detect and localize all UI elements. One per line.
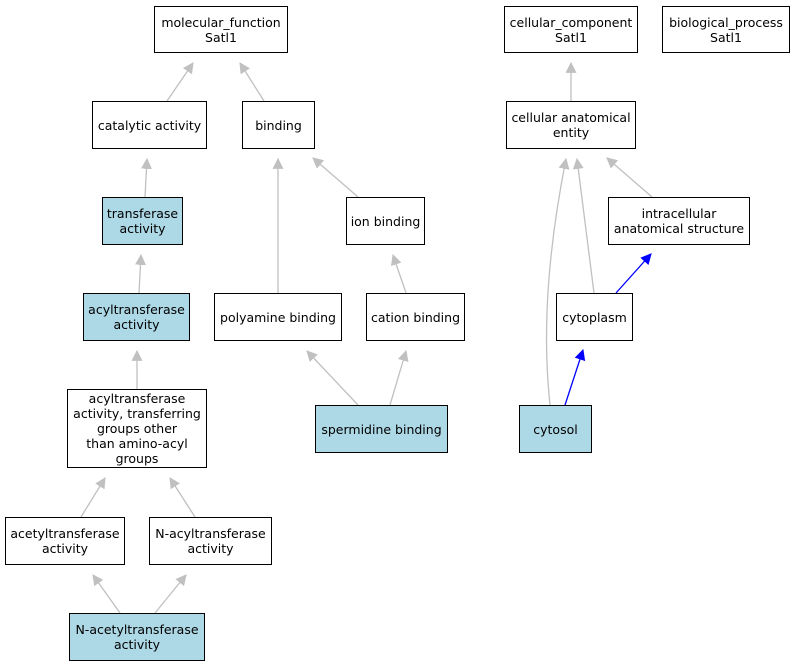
node-catalytic-activity[interactable]: catalytic activity — [92, 101, 207, 149]
edge-acetyltransferase-activity-to-acyltransferase-other — [80, 477, 106, 518]
edge-spermidine-binding-to-cation-binding — [389, 349, 409, 406]
edge-acyltransferase-activity-to-transferase-activity — [134, 253, 146, 294]
edge-cation-binding-to-ion-binding — [391, 253, 407, 294]
node-molecular-function[interactable]: molecular_function Satl1 — [154, 6, 288, 53]
edge-intracellular-anatomical-structure-to-cellular-anatomical-entity — [606, 157, 653, 198]
edge-cytosol-to-cytoplasm — [564, 348, 586, 406]
edge-cytoplasm-to-cellular-anatomical-entity — [572, 157, 595, 294]
node-n-acetyltransferase-activity[interactable]: N-acetyltransferase activity — [69, 613, 205, 661]
node-polyamine-binding[interactable]: polyamine binding — [214, 293, 342, 341]
node-intracellular-anatomical-structure[interactable]: intracellular anatomical structure — [608, 197, 750, 245]
node-transferase-activity[interactable]: transferase activity — [102, 197, 183, 245]
node-cellular-component[interactable]: cellular_component Satl1 — [504, 6, 638, 53]
edge-ion-binding-to-binding — [312, 157, 359, 198]
edge-binding-to-molecular-function — [239, 62, 265, 102]
edge-cytosol-to-cellular-anatomical-entity — [545, 157, 570, 406]
edge-transferase-activity-to-catalytic-activity — [140, 157, 152, 198]
edge-catalytic-activity-to-molecular-function — [166, 62, 194, 102]
edge-n-acetyltransferase-activity-to-n-acyltransferase-activity — [154, 574, 187, 614]
node-acyltransferase-other-groups[interactable]: acyltransferase activity, transferring g… — [67, 389, 207, 468]
node-cation-binding[interactable]: cation binding — [366, 293, 465, 341]
node-ion-binding[interactable]: ion binding — [346, 197, 425, 245]
edge-n-acetyltransferase-activity-to-acetyltransferase-activity — [92, 574, 121, 614]
edge-n-acyltransferase-activity-to-acyltransferase-other — [169, 477, 196, 518]
node-cellular-anatomical-entity[interactable]: cellular anatomical entity — [506, 101, 636, 149]
node-acetyltransferase-activity[interactable]: acetyltransferase activity — [5, 517, 125, 565]
node-spermidine-binding[interactable]: spermidine binding — [315, 405, 448, 453]
node-n-acyltransferase-activity[interactable]: N-acyltransferase activity — [149, 517, 272, 565]
edge-spermidine-binding-to-polyamine-binding — [306, 350, 359, 406]
node-cytoplasm[interactable]: cytoplasm — [556, 293, 633, 341]
node-binding[interactable]: binding — [242, 101, 315, 149]
node-biological-process[interactable]: biological_process Satl1 — [662, 6, 790, 53]
edge-cytoplasm-to-intracellular-anatomical-structure — [615, 253, 652, 294]
node-acyltransferase-activity[interactable]: acyltransferase activity — [83, 293, 190, 341]
node-cytosol[interactable]: cytosol — [519, 405, 592, 453]
